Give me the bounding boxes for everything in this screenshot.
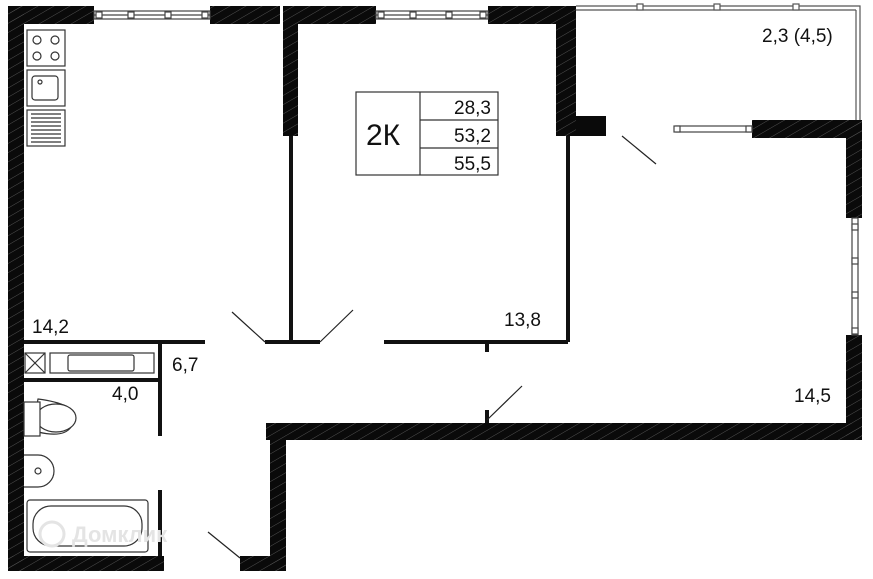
partitions (24, 136, 570, 556)
bath-fixtures (23, 352, 155, 553)
watermark: Домклик (38, 520, 168, 548)
watermark-text: Домклик (72, 522, 168, 547)
dishwasher-icon (26, 109, 66, 147)
kitchen-fixtures (26, 29, 66, 147)
door-bedroom (319, 309, 354, 343)
room-living-area: 14,5 (794, 386, 831, 407)
room-hall-area: 6,7 (172, 355, 198, 376)
apartment-type-label: 2К (366, 119, 401, 152)
windows (93, 10, 859, 336)
room-bedroom-area: 13,8 (504, 310, 541, 331)
area-total-without-balcony: 53,2 (454, 126, 491, 147)
window-living-top (675, 125, 753, 133)
area-info-box: 2К 28,3 53,2 55,5 (355, 91, 499, 176)
room-balcony-area: 2,3 (4,5) (762, 26, 833, 47)
balcony (576, 3, 861, 120)
room-labels: 14,2 6,7 4,0 13,8 14,5 2,3 (4,5) (32, 26, 833, 407)
room-bathroom-area: 4,0 (112, 384, 138, 405)
wall-hatching (8, 6, 862, 571)
doors (207, 135, 657, 559)
door-balcony (621, 135, 657, 165)
walls (8, 6, 862, 571)
area-living: 28,3 (454, 98, 491, 119)
area-total: 55,5 (454, 154, 491, 175)
stove-icon (26, 29, 66, 67)
room-kitchen-area: 14,2 (32, 317, 69, 338)
window-living-right (851, 217, 859, 336)
door-entrance (207, 531, 241, 559)
door-kitchen (231, 311, 266, 343)
window-frames (95, 11, 859, 335)
door-living (486, 385, 523, 421)
